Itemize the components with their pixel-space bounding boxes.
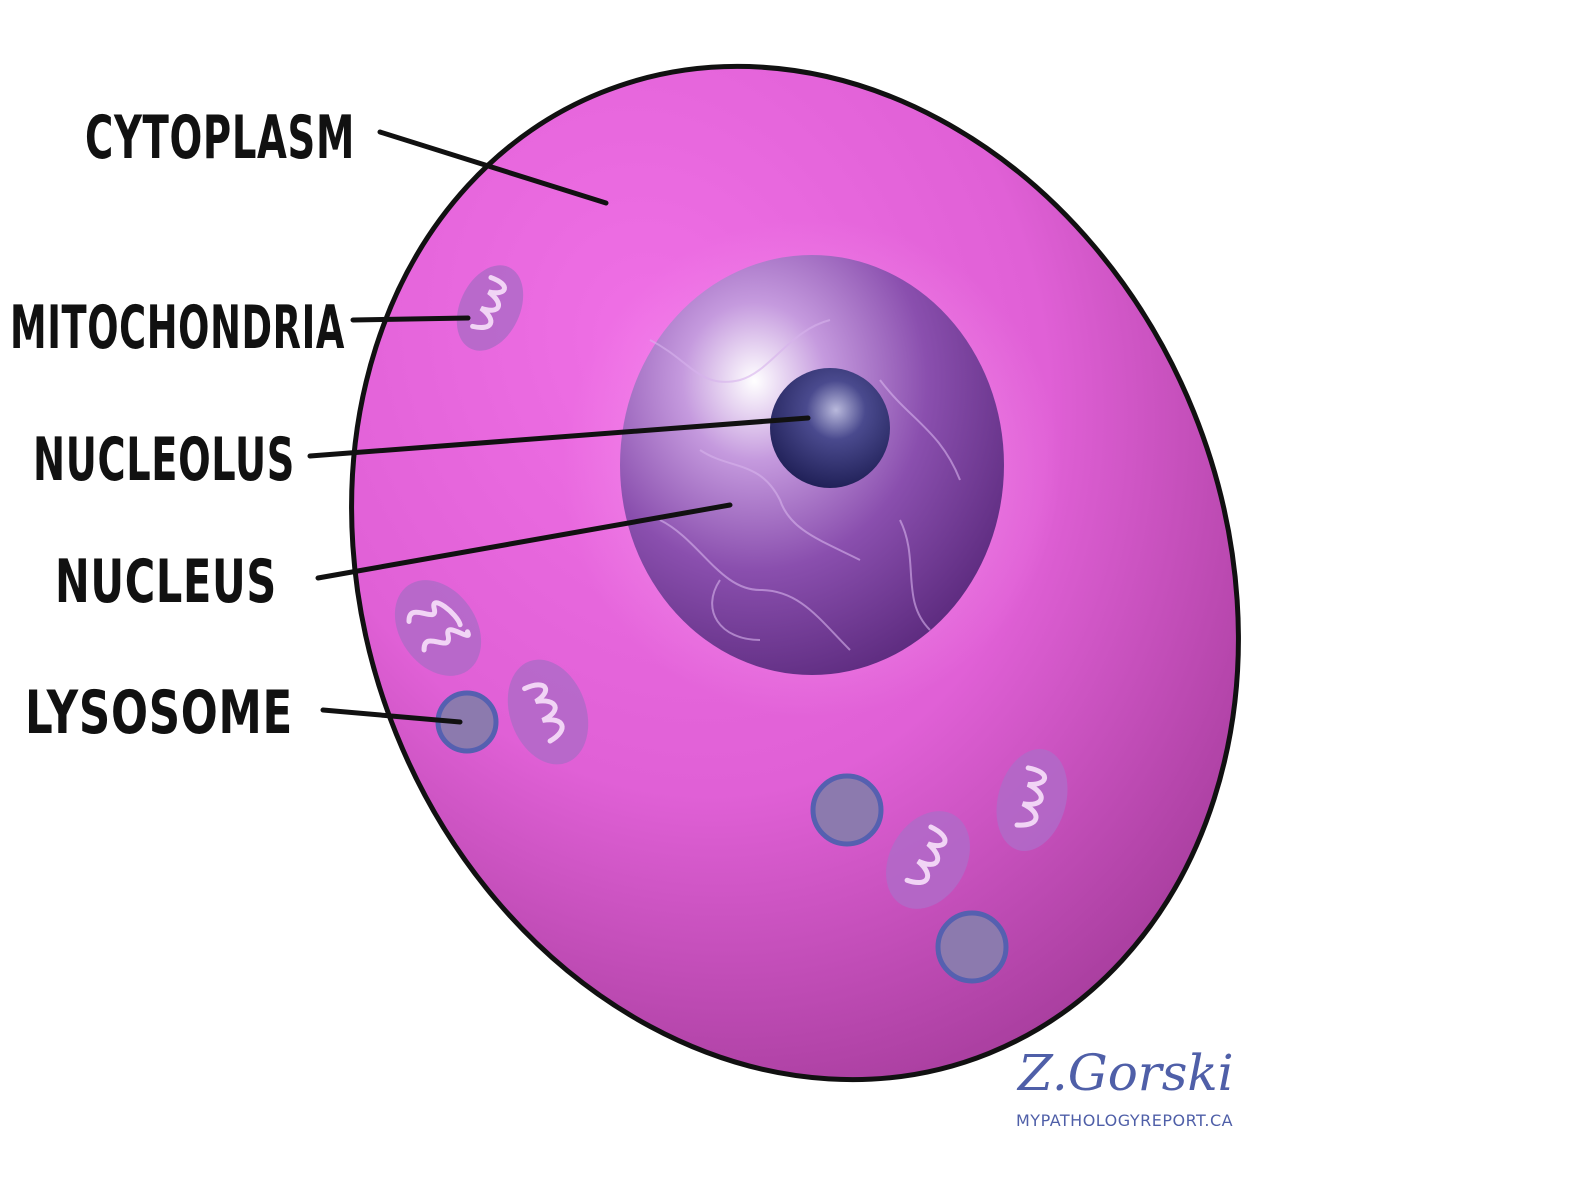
mitochondria-group [394,265,1068,909]
leader-lines [307,129,811,725]
signature-text: Z.Gorski [1016,1044,1234,1102]
lysosome-group [435,690,1009,984]
lysosome-label: LYSOSOME [25,678,293,748]
mitochondria-label: MITOCHONDRIA [10,293,345,363]
lysosome [810,773,884,847]
mitochondria-leader-line [350,315,471,323]
mitochondrion [456,265,524,351]
cytoplasm-label: CYTOPLASM [85,103,355,173]
credit: Z.Gorski MYPATHOLOGYREPORT.CA [1016,1044,1234,1130]
nucleolus-label: NUCLEOLUS [33,425,295,495]
chromatin-lines [649,319,961,651]
nucleolus-shape [770,368,890,488]
website-text: MYPATHOLOGYREPORT.CA [1016,1111,1233,1130]
mitochondrion [507,659,589,765]
nucleus-leader-line [315,502,733,581]
nucleolus-leader-line [307,415,811,459]
mitochondrion [886,811,970,909]
lysosome [935,910,1009,984]
lysosome-leader-line [320,707,463,725]
mitochondrion [996,749,1068,851]
labels: CYTOPLASM MITOCHONDRIA NUCLEOLUS NUCLEUS… [10,103,355,748]
nucleus-label: NUCLEUS [55,547,277,617]
mitochondrion [394,580,482,676]
cytoplasm-leader-line [377,129,609,206]
